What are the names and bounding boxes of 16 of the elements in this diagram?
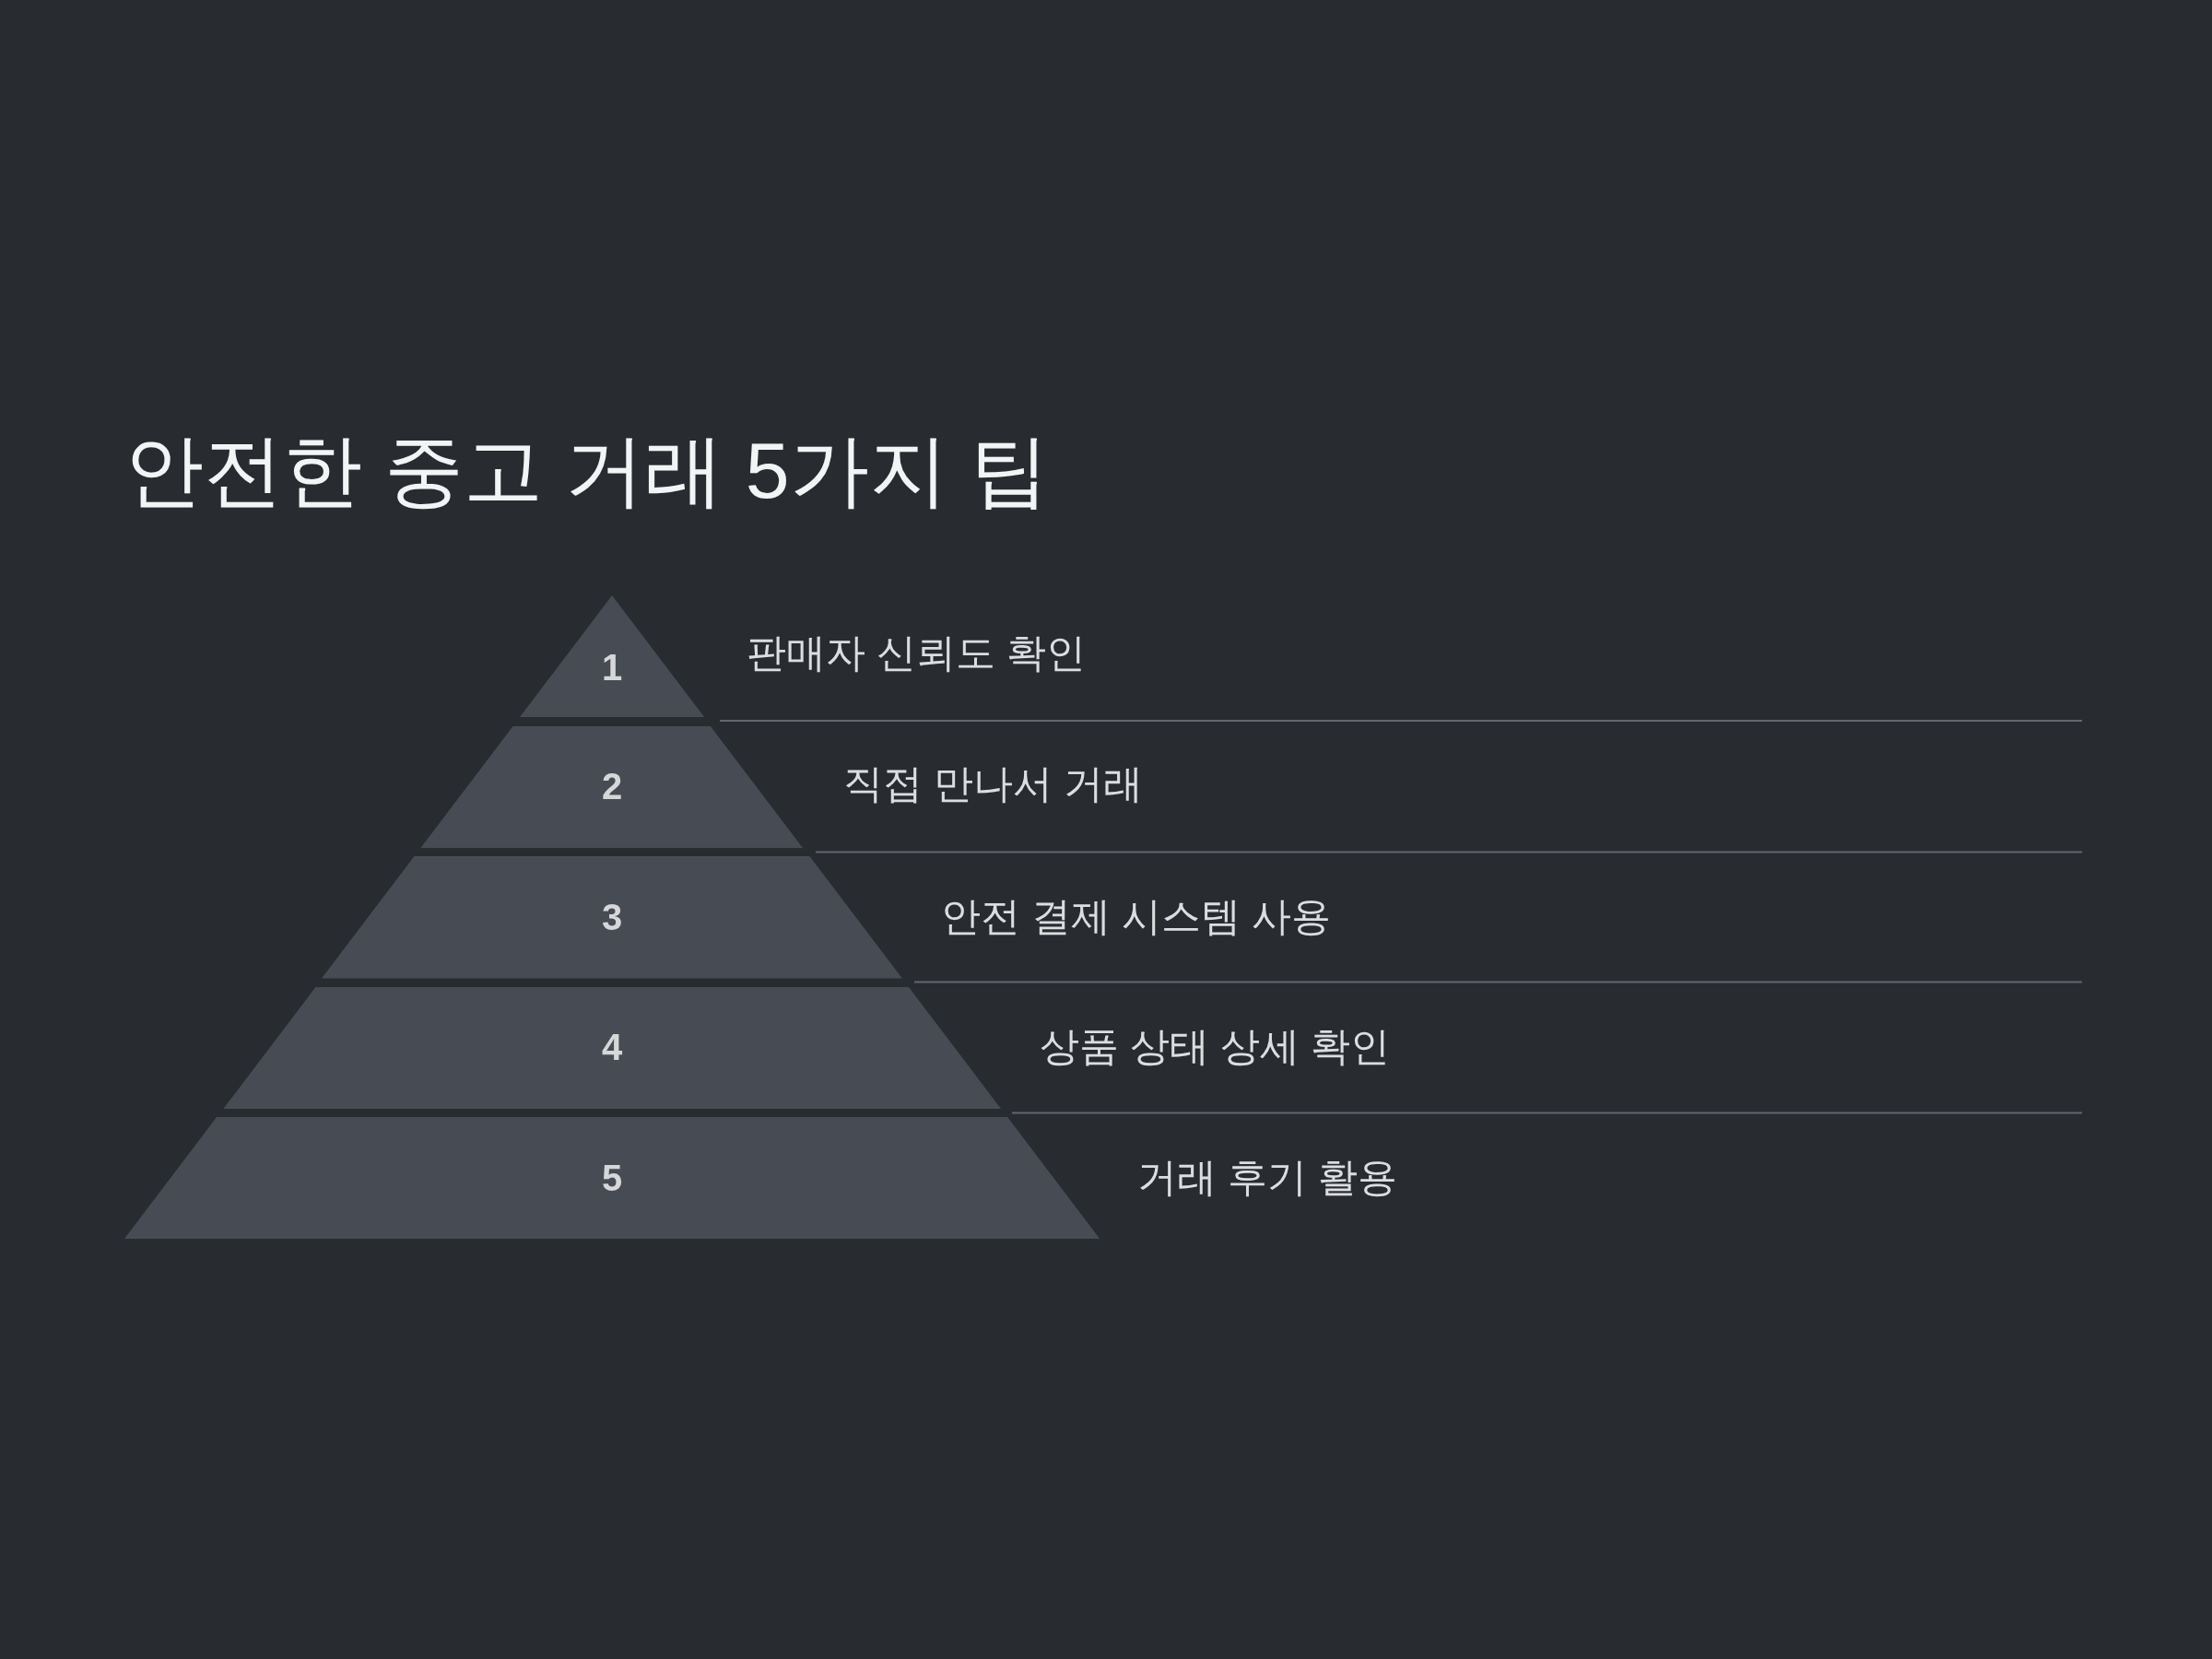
tip-text: 안전 결제 시스템 사용	[941, 893, 1331, 941]
pyramid-tier	[222, 986, 1002, 1109]
tier-number: 1	[602, 646, 623, 689]
tier-number: 4	[602, 1026, 623, 1069]
pyramid-tier	[519, 595, 705, 717]
pyramid-tier	[322, 856, 902, 979]
tier-number: 2	[602, 765, 623, 808]
tip-text: 거래 후기 활용	[1137, 1154, 1397, 1202]
title: 안전한 중고 거래 5가지 팁	[124, 425, 1050, 517]
tier-number: 3	[602, 896, 623, 939]
tier-number: 5	[602, 1157, 623, 1200]
tip-text: 상품 상태 상세 확인	[1040, 1023, 1390, 1071]
pyramid-tier	[420, 725, 804, 848]
tip-text: 판매자 신뢰도 확인	[747, 629, 1086, 677]
tip-text: 직접 만나서 거래	[843, 760, 1143, 808]
pyramid-tier	[124, 1117, 1100, 1239]
